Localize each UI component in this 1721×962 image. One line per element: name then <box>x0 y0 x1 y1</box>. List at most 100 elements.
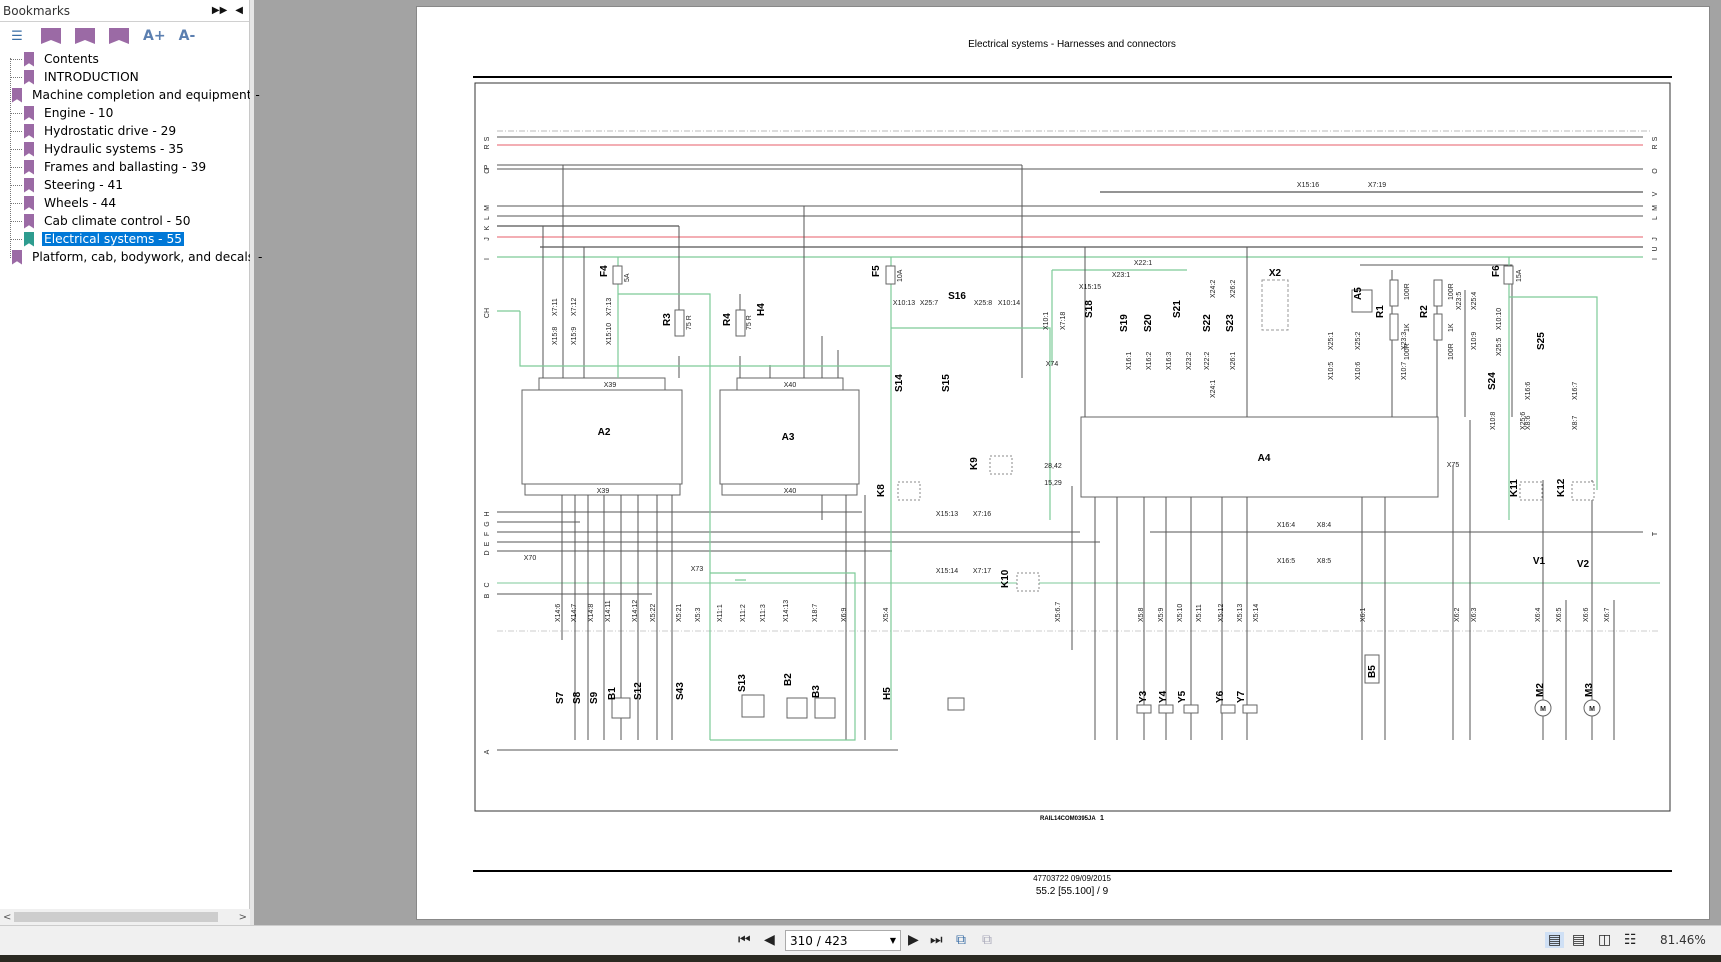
first-page-button[interactable]: ⏮ <box>738 932 751 948</box>
bookmark-icon <box>24 141 34 157</box>
bookmark-icon <box>24 195 34 211</box>
add-bookmark-icon[interactable] <box>75 28 95 44</box>
bus-label: S <box>1652 136 1659 141</box>
delete-bookmark-icon[interactable] <box>41 28 61 44</box>
label-a4: A4 <box>1258 453 1271 464</box>
bus-label: L <box>1652 216 1659 220</box>
connector-label: X7:11 <box>552 298 559 316</box>
bookmark-label: Hydrostatic drive - 29 <box>44 124 177 138</box>
solenoid-coil <box>1158 704 1174 714</box>
connector-label: X14:8 <box>588 604 595 622</box>
component-label: K10 <box>1000 569 1011 588</box>
bookmark-item[interactable]: Hydrostatic drive - 29 <box>10 122 249 140</box>
connector-label: 15,29 <box>1044 480 1062 487</box>
bookmark-label: Machine completion and equipment - <box>32 88 260 102</box>
connector-label: X18:7 <box>812 604 819 622</box>
connector-label: 28,42 <box>1044 463 1062 470</box>
component-value: 75 R <box>686 315 693 330</box>
connector-label: X6:9 <box>841 607 848 622</box>
next-view-icon[interactable]: ⧉ <box>982 932 992 948</box>
next-page-button[interactable]: ▶ <box>908 932 919 948</box>
bookmark-item[interactable]: INTRODUCTION <box>10 68 249 86</box>
bookmark-item[interactable]: Machine completion and equipment - <box>10 86 260 104</box>
page-number-field[interactable]: 310 / 423 ▼ <box>785 930 901 951</box>
go-to-bookmark-icon[interactable] <box>109 28 129 44</box>
panel-splitter[interactable] <box>250 0 254 925</box>
connector-label: X11:3 <box>760 604 767 622</box>
module-a2 <box>521 389 683 485</box>
bus-label: L <box>484 216 491 220</box>
connector-label: X5:8 <box>1138 607 1145 622</box>
scrollbar-thumb[interactable] <box>14 912 218 922</box>
relay <box>1016 572 1040 592</box>
expand-panel-icon[interactable]: ▶▶ <box>211 5 228 16</box>
bookmark-item[interactable]: Wheels - 44 <box>10 194 249 212</box>
decrease-font-icon[interactable]: A- <box>178 28 196 44</box>
bus-label: M <box>484 205 491 211</box>
scroll-right-icon[interactable]: > <box>238 911 247 923</box>
bookmark-label: Steering - 41 <box>44 178 124 192</box>
connector-label: X15:9 <box>571 327 578 345</box>
connector-label: X25:7 <box>920 300 938 307</box>
component-label: S21 <box>1172 300 1183 318</box>
connector-label: X16:2 <box>1146 352 1153 370</box>
bookmark-icon <box>24 231 34 247</box>
component-label: S22 <box>1202 314 1213 332</box>
bookmark-label: Engine - 10 <box>44 106 114 120</box>
page-number-value[interactable]: 310 / 423 <box>790 933 848 948</box>
resistor-r2 <box>1433 279 1443 307</box>
bookmark-item[interactable]: Steering - 41 <box>10 176 249 194</box>
relay <box>989 455 1013 475</box>
zoom-level[interactable]: 81.46% <box>1660 933 1706 947</box>
bookmark-options-icon[interactable]: ☰ <box>11 28 23 44</box>
horizontal-scrollbar[interactable]: < > <box>0 909 250 925</box>
component-label: S24 <box>1487 372 1498 390</box>
last-page-button[interactable]: ⏭ <box>930 932 943 948</box>
bookmark-label: Cab climate control - 50 <box>44 214 191 228</box>
connector-label: X16:6 <box>1525 382 1532 400</box>
component-label: K8 <box>876 484 887 497</box>
previous-page-button[interactable]: ◀ <box>764 932 775 948</box>
connector-label: X23:2 <box>1186 352 1193 370</box>
collapse-panel-icon[interactable]: ◀ <box>235 5 243 16</box>
bookmark-item[interactable]: Cab climate control - 50 <box>10 212 249 230</box>
previous-view-icon[interactable]: ⧉ <box>956 932 966 948</box>
svg-text:M: M <box>1540 706 1546 713</box>
connector-label: X23:1 <box>1112 272 1130 279</box>
connector-label: X16:1 <box>1126 352 1133 370</box>
connector-label: X5:14 <box>1253 604 1260 622</box>
scroll-left-icon[interactable]: < <box>3 911 12 923</box>
continuous-view-icon[interactable]: ▤ <box>1572 932 1586 948</box>
bookmark-item[interactable]: Engine - 10 <box>10 104 249 122</box>
facing-view-icon[interactable]: ◫ <box>1598 932 1612 948</box>
x39-label: X39 <box>597 488 610 495</box>
resistor-r1b <box>1389 313 1399 341</box>
bookmark-item[interactable]: Contents <box>10 50 249 68</box>
bookmark-item[interactable]: Frames and ballasting - 39 <box>10 158 249 176</box>
bookmark-icon <box>24 177 34 193</box>
bus-label: P <box>484 164 491 169</box>
page-dropdown-icon[interactable]: ▼ <box>889 936 896 945</box>
label-a2: A2 <box>598 427 611 438</box>
connector-x39-bottom <box>524 483 681 496</box>
component-label: S18 <box>1084 300 1095 318</box>
module-a5 <box>1351 289 1373 313</box>
connector-label: X10:13 <box>893 300 915 307</box>
component-label: R1 <box>1375 305 1386 318</box>
bookmark-item[interactable]: Electrical systems - 55 <box>10 230 249 248</box>
bookmark-icon <box>24 123 34 139</box>
bookmark-icon <box>24 69 34 85</box>
single-page-view-icon[interactable]: ▤ <box>1545 932 1565 948</box>
component-label: M3 <box>1584 683 1595 697</box>
continuous-facing-view-icon[interactable]: ☷ <box>1624 932 1637 948</box>
connector-label: X5:12 <box>1218 604 1225 622</box>
connector-label: X7:12 <box>571 298 578 316</box>
bookmark-item[interactable]: Platform, cab, bodywork, and decals - <box>10 248 262 266</box>
connector-label: X15:8 <box>552 327 559 345</box>
bookmark-item[interactable]: Hydraulic systems - 35 <box>10 140 249 158</box>
component-label: S19 <box>1119 314 1130 332</box>
connector-label: X25:4 <box>1471 292 1478 310</box>
increase-font-icon[interactable]: A+ <box>143 28 166 44</box>
